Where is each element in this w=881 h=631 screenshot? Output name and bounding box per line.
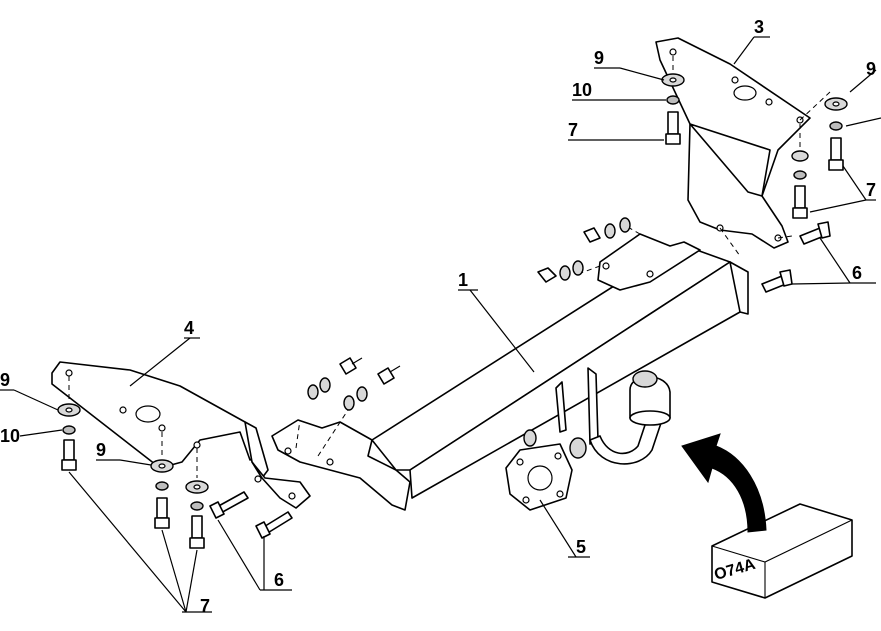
drawbar bbox=[271, 233, 749, 511]
callout-numbers: 1 3 4 5 6 6 7 7 7 9 9 9 9 10 10 bbox=[0, 17, 876, 616]
socket-plate bbox=[505, 429, 587, 511]
o74a-label-box: O74A bbox=[711, 503, 853, 599]
leader-lines bbox=[0, 36, 881, 613]
callout-9-mid: 9 bbox=[96, 440, 106, 460]
right-bracket bbox=[655, 37, 831, 257]
left-bracket bbox=[51, 361, 311, 509]
right-bracket-hardware bbox=[661, 56, 848, 293]
curved-arrow bbox=[681, 433, 767, 533]
drawbar-rear-nuts bbox=[537, 217, 641, 283]
callout-10-left: 10 bbox=[0, 426, 20, 446]
callout-7-right: 7 bbox=[866, 180, 876, 200]
callout-9-top: 9 bbox=[594, 48, 604, 68]
callout-6-right: 6 bbox=[852, 263, 862, 283]
callout-4: 4 bbox=[184, 318, 194, 338]
callout-9-left: 9 bbox=[0, 370, 10, 390]
tow-ball-neck bbox=[555, 367, 671, 465]
callout-7-bottom: 7 bbox=[200, 596, 210, 616]
callout-9-far-right: 9 bbox=[866, 59, 876, 79]
callout-1: 1 bbox=[458, 270, 468, 290]
callout-5: 5 bbox=[576, 537, 586, 557]
callout-3: 3 bbox=[754, 17, 764, 37]
left-bracket-hardware bbox=[57, 376, 293, 549]
callout-10-top: 10 bbox=[572, 80, 592, 100]
callout-6-left: 6 bbox=[274, 570, 284, 590]
drawbar-front-nuts bbox=[295, 357, 401, 457]
callout-7-top: 7 bbox=[568, 120, 578, 140]
